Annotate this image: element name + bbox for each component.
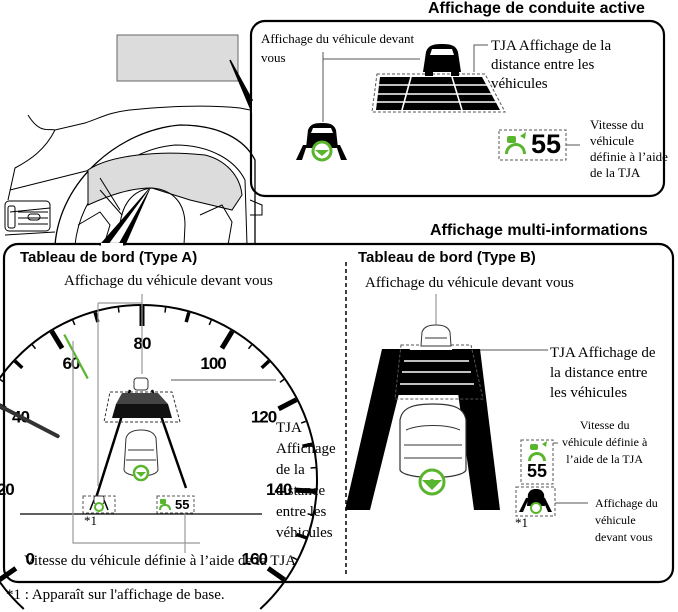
type-b-label-distance: TJA Affichage de la distance entre les v… bbox=[550, 343, 656, 403]
type-b-footnote-marker: *1 bbox=[515, 515, 528, 530]
label-line: TJA Affichage de bbox=[550, 345, 656, 361]
hud-panel-frame bbox=[249, 19, 666, 198]
label-line: distance bbox=[276, 483, 326, 499]
label-line: définie à l’aide bbox=[590, 149, 668, 164]
speedometer-tick-label: 0 bbox=[26, 550, 35, 569]
label-line: l’aide de la TJA bbox=[566, 452, 644, 466]
speedometer-major-tick bbox=[219, 329, 235, 350]
speedometer-tick-label: 160 bbox=[242, 550, 268, 569]
speedometer-minor-tick bbox=[260, 359, 271, 370]
label-line: vous bbox=[261, 50, 286, 65]
windshield-hud-area bbox=[116, 34, 239, 82]
label-line: devant vous bbox=[595, 530, 653, 544]
speedometer-minor-tick bbox=[93, 311, 100, 323]
type-a-set-speed-value: 55 bbox=[175, 497, 190, 512]
speedometer-minor-tick bbox=[117, 307, 120, 313]
speedometer-minor-tick bbox=[31, 344, 37, 350]
type-a-vehicle-box bbox=[82, 495, 116, 514]
type-b-title: Tableau de bord (Type B) bbox=[358, 249, 536, 266]
label-line: Vitesse du bbox=[579, 418, 630, 432]
heading-active-driving-display: Affichage de conduite active bbox=[428, 0, 645, 17]
speedometer-major-tick bbox=[49, 329, 65, 350]
hud-label-set-speed: Vitesse du véhicule définie à l’aide de … bbox=[590, 117, 668, 181]
type-b-vehicle-box bbox=[515, 486, 556, 517]
label-line: TJA bbox=[276, 420, 302, 436]
label-line: véhicules bbox=[276, 525, 333, 541]
type-a-label-set-speed: Vitesse du véhicule définie à l’aide de … bbox=[24, 553, 297, 569]
label-line: véhicules bbox=[491, 76, 548, 92]
label-line: entre les bbox=[276, 504, 327, 520]
label-line: Affichage du bbox=[595, 496, 658, 510]
label-line: véhicule bbox=[595, 513, 636, 527]
speedometer-tick-label: 140 bbox=[266, 480, 292, 499]
speedometer-major-tick bbox=[295, 487, 316, 494]
hud-leader-lines bbox=[322, 44, 580, 146]
type-b-set-speed-value: 55 bbox=[527, 461, 548, 481]
type-a-set-speed-box bbox=[156, 495, 195, 514]
type-a-label-vehicle-ahead: Affichage du véhicule devant vous bbox=[64, 273, 273, 289]
speedometer-needle bbox=[0, 403, 60, 439]
speedometer-tick-label: 120 bbox=[251, 408, 277, 427]
speedometer-minor-tick bbox=[307, 513, 313, 516]
type-a-lane-display bbox=[94, 377, 188, 499]
type-b-label-vehicle-ahead: Affichage du véhicule devant vous bbox=[365, 275, 574, 291]
hud-set-speed-box bbox=[498, 129, 567, 161]
speedometer-major-tick bbox=[0, 566, 18, 582]
speedometer-major-tick bbox=[277, 397, 298, 412]
speedometer-minor-tick bbox=[291, 556, 298, 561]
type-b-set-speed-box bbox=[520, 439, 554, 485]
label-line: Vitesse du bbox=[590, 117, 644, 132]
hud-vehicle-ahead-icon bbox=[423, 44, 461, 76]
speedometer-tick-label: 100 bbox=[200, 354, 226, 373]
label-line: distance entre les bbox=[491, 57, 595, 73]
speedometer-minor-tick bbox=[184, 311, 191, 323]
label-line: Affichage du véhicule devant bbox=[261, 31, 415, 46]
hud-own-vehicle-icon bbox=[296, 123, 347, 162]
speedometer-minor-tick bbox=[164, 307, 167, 313]
label-line: véhicule définie à bbox=[562, 435, 648, 449]
speedometer-minor-tick bbox=[13, 359, 24, 370]
label-line: de la TJA bbox=[590, 165, 641, 180]
label-line: de la bbox=[276, 462, 305, 478]
label-line: les véhicules bbox=[550, 385, 628, 401]
speedometer-major-tick bbox=[266, 566, 286, 582]
dashboard-illustration bbox=[4, 105, 263, 246]
speedometer-minor-tick bbox=[302, 442, 313, 448]
footnote: *1 : Apparaît sur l'affichage de base. bbox=[6, 587, 225, 603]
speedometer-minor-tick bbox=[72, 320, 76, 326]
type-b-label-vehicle-small: Affichage du véhicule devant vous bbox=[595, 495, 658, 546]
speedometer-tick-label: 20 bbox=[0, 480, 14, 499]
speedometer-set-speed-marker bbox=[63, 333, 89, 380]
speedometer-tick-label: 80 bbox=[134, 334, 151, 353]
hud-label-vehicle-ahead: Affichage du véhicule devant vous bbox=[261, 31, 414, 65]
label-line: véhicule bbox=[590, 133, 635, 148]
speedometer-minor-tick bbox=[247, 344, 253, 350]
hud-callout-pointer bbox=[229, 59, 253, 113]
multi-info-panel-frame bbox=[2, 242, 675, 584]
type-a-label-distance: TJA Affichage de la distance entre les véhicu… bbox=[276, 418, 336, 544]
hud-distance-grid bbox=[371, 73, 506, 113]
speedometer-minor-tick bbox=[296, 532, 307, 540]
speedometer-minor-tick bbox=[279, 378, 285, 383]
tja-speed-icon bbox=[505, 132, 526, 154]
type-b-lane-display bbox=[345, 324, 500, 510]
type-a-footnote-marker: *1 bbox=[84, 513, 97, 528]
hud-label-distance: TJA Affichage de la distance entre les v… bbox=[491, 37, 611, 94]
speedometer-minor-tick bbox=[0, 378, 5, 383]
type-a-title: Tableau de bord (Type A) bbox=[20, 249, 198, 266]
heading-multi-info-display: Affichage multi-informations bbox=[430, 222, 648, 239]
label-line: Affichage bbox=[276, 441, 336, 457]
speedometer-minor-tick bbox=[300, 420, 307, 424]
label-line: la distance entre bbox=[550, 365, 648, 381]
hud-set-speed-value: 55 bbox=[531, 129, 562, 159]
label-line: TJA Affichage de la bbox=[491, 38, 612, 54]
type-a-leader-lines bbox=[72, 294, 276, 553]
speedometer-minor-tick bbox=[208, 320, 212, 326]
type-b-label-set-speed: Vitesse du véhicule définie à l’aide de … bbox=[562, 417, 647, 468]
